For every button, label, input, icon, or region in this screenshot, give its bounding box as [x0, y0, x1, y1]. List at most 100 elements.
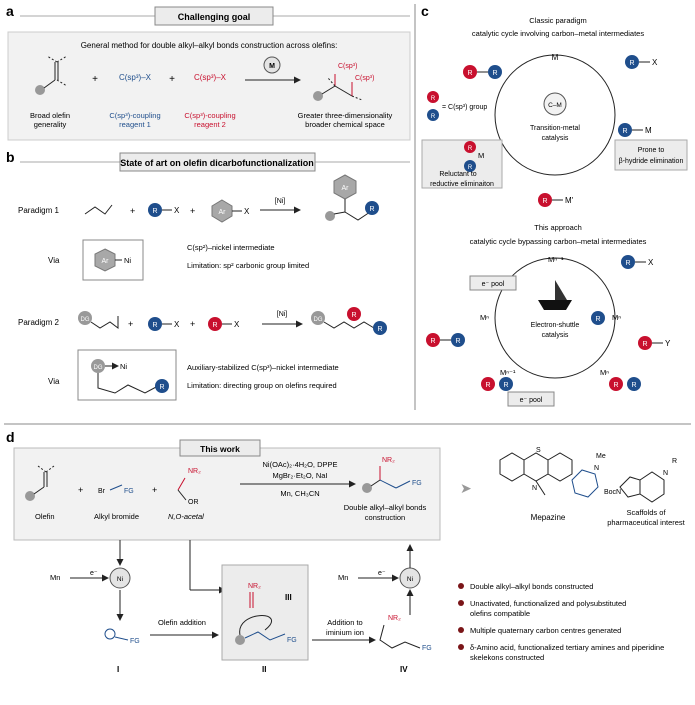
d-olefin-structure — [25, 465, 55, 501]
es-rr-blue — [451, 333, 465, 347]
ar-label-product: Ar — [342, 185, 350, 192]
es-mn1-bottom: Mⁿ⁻¹ — [500, 368, 516, 377]
c-rmprime-red — [538, 193, 552, 207]
roman-I: I — [117, 665, 119, 674]
es-ry-red — [638, 336, 652, 350]
r-red-product-2 — [347, 307, 361, 321]
es-pair-left-blue — [499, 377, 513, 391]
x-label-b2: X — [244, 207, 250, 216]
ni-catalyst-1: [Ni] — [275, 198, 286, 205]
this-work-header: This work — [200, 444, 240, 454]
panel-c-letter: c — [421, 3, 429, 19]
aryl-hexagon-via — [94, 248, 116, 272]
d-product-caption-1: Double alkyl–alkyl bonds — [344, 503, 427, 512]
ii-gray — [235, 635, 245, 645]
mepazine-structure — [499, 452, 599, 498]
legend-red — [427, 91, 439, 103]
bullet-3 — [458, 627, 464, 633]
x-label-b3: X — [174, 320, 180, 329]
bullet-1 — [458, 583, 464, 589]
new-title-2: catalytic cycle bypassing carbon–metal i… — [470, 237, 647, 246]
scaffold-n: N — [663, 470, 668, 477]
es-pair-right-red-label: R — [613, 382, 618, 389]
d-br: Br — [98, 488, 106, 495]
c-rmr-m: M — [478, 151, 484, 160]
es-ry-y: Y — [665, 339, 671, 348]
product-label-1: C(sp³) — [338, 63, 357, 70]
plus-2: + — [169, 74, 175, 85]
ni-label-via2: Ni — [120, 362, 127, 371]
reagent-2-formula: C(sp³)–X — [194, 73, 227, 82]
mepazine-n: N — [532, 485, 537, 492]
reagent-2-caption-2: reagent 2 — [194, 120, 226, 129]
product-caption-1: Greater three-dimensionality — [298, 111, 393, 120]
c-rmprime-red-label: R — [542, 198, 547, 205]
ni-left-label: Ni — [117, 576, 123, 583]
r-blue-circle-b2 — [148, 317, 162, 331]
ni-catalyst-2: [Ni] — [277, 311, 288, 318]
radical-I-fg: FG — [130, 638, 140, 645]
r-label-b2: R — [152, 322, 157, 329]
d-plus-1: + — [78, 485, 83, 495]
d-product-fg: FG — [412, 480, 422, 487]
e-left: e⁻ — [90, 570, 98, 577]
roman-IV: IV — [400, 665, 408, 674]
intermediate-box — [221, 564, 309, 661]
legend-red-label: R — [431, 96, 436, 102]
es-rx-x: X — [648, 258, 654, 267]
iv-fg: FG — [422, 645, 432, 652]
panel-b-letter: b — [6, 149, 15, 165]
es-rr-red-label: R — [430, 338, 435, 345]
d-nr2: NR₂ — [188, 468, 201, 475]
p2-note-2: Limitation: directing group on olefins r… — [187, 381, 337, 390]
metal-label: M — [269, 63, 275, 70]
iv-nr2: NR₂ — [388, 615, 401, 622]
tm-label-1: Transition-metal — [530, 125, 580, 132]
epool-box-top — [469, 275, 517, 291]
electron-shuttle-cycle — [494, 257, 616, 379]
epool-bottom: e⁻ pool — [520, 397, 543, 404]
panel-b-header-box — [119, 152, 316, 172]
boat-sail-icon — [555, 280, 567, 300]
alkene-1 — [84, 204, 113, 215]
ar-label-via: Ar — [102, 258, 110, 265]
mepazine-label: Mepazine — [531, 513, 566, 522]
p1-plus-1: + — [130, 206, 135, 216]
p1-plus-2: + — [190, 206, 195, 216]
r-red-circle-b2 — [208, 317, 222, 331]
scaffold-bocn: BocN — [604, 489, 621, 496]
x-label-b4: X — [234, 320, 240, 329]
panel-c: c Classic paradigm catalytic cycle invol… — [421, 3, 688, 407]
ni-cycle-icon-left — [109, 567, 131, 589]
via-label-1: Via — [48, 256, 60, 265]
product-1-gray — [325, 211, 335, 221]
bullet-text-2b: olefins compatible — [470, 609, 530, 618]
ii-chain — [244, 631, 286, 641]
dg-label-via: DG — [94, 365, 103, 371]
d-product-caption-2: construction — [365, 513, 405, 522]
bullet-text-1: Double alkyl–alkyl bonds constructed — [470, 582, 593, 591]
panel-a-letter: a — [6, 3, 14, 19]
ar-label-b1: Ar — [219, 209, 227, 216]
r-blue-via2 — [155, 379, 169, 393]
es-rx-blue-label: R — [625, 260, 630, 267]
reagent-1-caption-2: reagent 1 — [119, 120, 151, 129]
es-mn-right: Mⁿ — [612, 313, 621, 322]
d-product-nr2: NR₂ — [382, 457, 395, 464]
es-pair-left-red-label: R — [485, 382, 490, 389]
bullet-text-4: δ-Amino acid, functionalized tertiary am… — [470, 643, 664, 652]
d-alkyl-bromide: Alkyl bromide — [94, 512, 139, 521]
panel-d: d This work Olefin + Br FG Alkyl bromide… — [6, 429, 686, 674]
c-rr-red — [463, 65, 477, 79]
c-rx-blue — [625, 55, 639, 69]
es-pair-left-red — [481, 377, 495, 391]
scaffold-r: R — [672, 458, 677, 465]
scaffold-caption-1: Scaffolds of — [626, 508, 666, 517]
p2-plus-2: + — [190, 319, 195, 329]
r-blue-circle-b1 — [148, 203, 162, 217]
es-r-radical-label: R — [595, 316, 600, 323]
reagent-2-caption-1: C(sp³)-coupling — [184, 111, 235, 120]
es-label-2: catalysis — [542, 332, 569, 339]
via-label-2: Via — [48, 377, 60, 386]
